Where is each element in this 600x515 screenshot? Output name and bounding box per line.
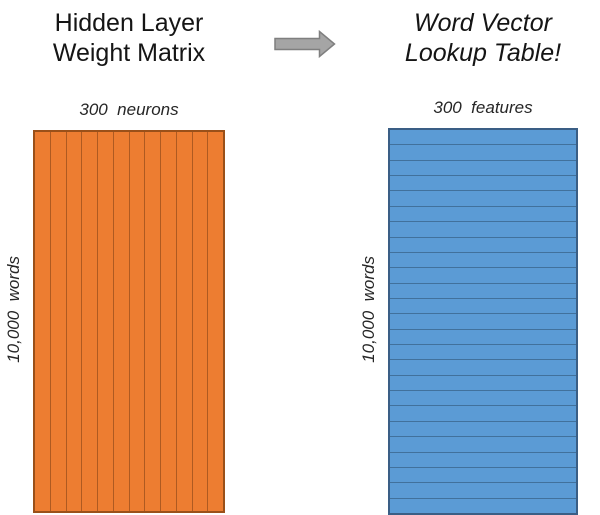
matrix-column [144, 132, 160, 511]
matrix-column [160, 132, 176, 511]
matrix-row [390, 466, 576, 482]
neurons-count-label: 300 neurons [79, 100, 179, 119]
matrix-column [207, 132, 223, 511]
words-count-label-right: 10,000 words [359, 256, 378, 363]
matrix-row [390, 451, 576, 467]
hidden-layer-title-line2: Weight Matrix [52, 39, 206, 67]
right-arrow-icon [274, 30, 336, 58]
matrix-column [191, 132, 208, 511]
lookup-table-title: Word Vector Lookup Table! [358, 8, 600, 68]
matrix-row [390, 390, 576, 405]
matrix-row [390, 221, 576, 236]
matrix-row [390, 175, 576, 190]
matrix-column [81, 132, 97, 511]
features-count-label: 300 features [433, 98, 533, 117]
matrix-row [390, 313, 576, 328]
matrix-column [112, 132, 129, 511]
matrix-row [390, 497, 576, 513]
hidden-layer-title-line1: Hidden Layer [54, 9, 204, 37]
matrix-row [390, 344, 576, 359]
matrix-row [390, 205, 576, 221]
right-arrow-shape [274, 30, 336, 58]
matrix-row [390, 297, 576, 313]
matrix-row [390, 282, 576, 298]
matrix-row [390, 159, 576, 175]
matrix-row [390, 236, 576, 252]
matrix-row [390, 420, 576, 436]
matrix-row [390, 405, 576, 420]
matrix-column [35, 132, 50, 511]
lookup-table-title-line1: Word Vector [413, 9, 552, 37]
matrix-column [49, 132, 66, 511]
matrix-column [128, 132, 145, 511]
matrix-row [390, 328, 576, 344]
matrix-row [390, 482, 576, 497]
lookup-table-title-line2: Lookup Table! [404, 39, 562, 67]
words-count-label-left: 10,000 words [4, 256, 23, 363]
matrix-row [390, 144, 576, 159]
hidden-layer-matrix [33, 130, 225, 513]
matrix-row [390, 130, 576, 144]
matrix-column [97, 132, 113, 511]
lookup-table-matrix [388, 128, 578, 515]
matrix-row [390, 374, 576, 390]
hidden-layer-title: Hidden Layer Weight Matrix [4, 8, 254, 68]
matrix-row [390, 436, 576, 451]
matrix-row [390, 190, 576, 205]
matrix-row [390, 359, 576, 374]
matrix-row [390, 267, 576, 282]
matrix-column [65, 132, 82, 511]
matrix-column [175, 132, 192, 511]
matrix-row [390, 251, 576, 267]
